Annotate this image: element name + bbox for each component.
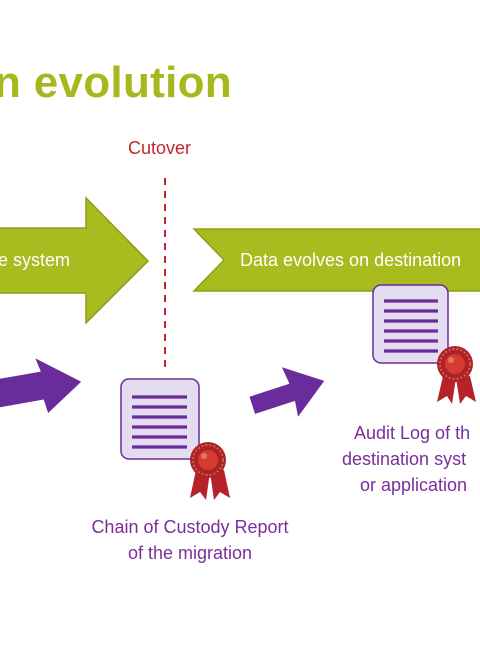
document-icon [120, 378, 200, 460]
cutover-label: Cutover [128, 138, 192, 158]
left-banner-label: e system [0, 250, 71, 270]
award-ribbon-icon [437, 346, 476, 404]
document-icon [372, 284, 449, 364]
right-banner-label: Data evolves on destination [240, 250, 462, 270]
award-ribbon-icon [190, 442, 230, 500]
caption-line: Chain of Custody Report [91, 517, 289, 537]
slide-title: n evolution [0, 58, 232, 107]
caption-line: of the migration [127, 543, 253, 563]
arrow-right-icon [249, 367, 325, 417]
caption-line: destination syst [342, 449, 467, 469]
right-phase-banner [192, 228, 480, 292]
left-phase-arrow [0, 196, 150, 325]
caption-line: Audit Log of th [354, 423, 471, 443]
arrow-right-icon [0, 358, 82, 413]
caption-line: or application [360, 475, 468, 495]
audit-log-caption: Audit Log of th destination syst or appl… [336, 420, 480, 498]
custody-report-caption: Chain of Custody Report of the migration [70, 514, 310, 566]
